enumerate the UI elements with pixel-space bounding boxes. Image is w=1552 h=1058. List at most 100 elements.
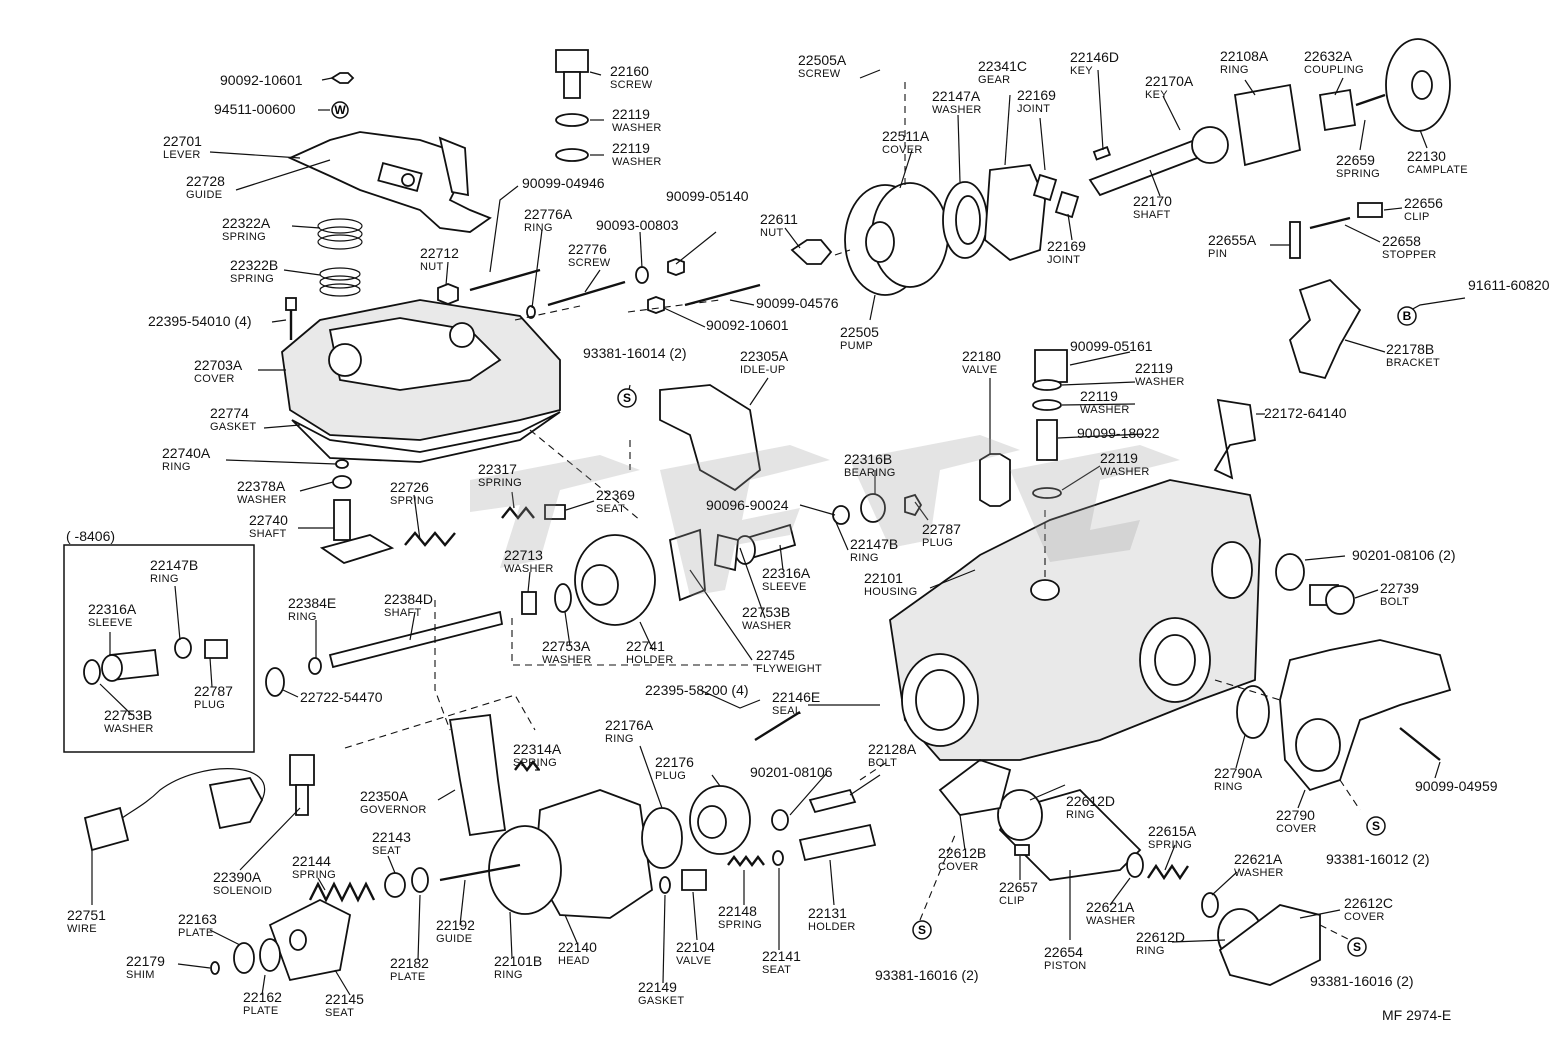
part-number: 90099-04946	[522, 175, 605, 191]
callout-marker: S	[1366, 816, 1386, 836]
part-number: 90092-10601	[220, 72, 303, 88]
part-label: 90099-04959	[1415, 778, 1498, 794]
part-number: 22787	[922, 521, 961, 537]
part-name: COUPLING	[1304, 64, 1364, 76]
part-number: 22176	[655, 754, 694, 770]
part-name: COVER	[938, 861, 979, 873]
part-number: 22658	[1382, 233, 1421, 249]
part-number: 22726	[390, 479, 429, 495]
part-number: 22751	[67, 907, 106, 923]
part-number: 22703A	[194, 357, 243, 373]
part-number: 22169	[1017, 87, 1056, 103]
part-number: 22657	[999, 879, 1038, 895]
part-name: FLYWEIGHT	[756, 663, 822, 675]
part-name: GUIDE	[186, 189, 222, 201]
part-name: WASHER	[612, 156, 662, 168]
part-number: 22776A	[524, 206, 573, 222]
part-number: 22632A	[1304, 48, 1353, 64]
part-number: 22108A	[1220, 48, 1269, 64]
part-number: 90099-18022	[1077, 425, 1160, 441]
callout-circle	[1366, 816, 1386, 836]
part-number: 22149	[638, 979, 677, 995]
part-number: 22322B	[230, 257, 278, 273]
part-number: 22612C	[1344, 895, 1393, 911]
part-name: KEY	[1145, 89, 1168, 101]
part-name: VALVE	[676, 955, 711, 967]
part-name: SPRING	[1336, 168, 1380, 180]
part-name: WASHER	[1135, 376, 1185, 388]
part-name: SEAT	[372, 845, 401, 857]
part-number: 22384D	[384, 591, 433, 607]
part-name: RING	[1136, 945, 1165, 957]
part-number: 22147A	[932, 88, 981, 104]
part-number: 22101B	[494, 953, 542, 969]
part-number: 90096-90024	[706, 497, 789, 513]
part-number: 90201-08106	[750, 764, 833, 780]
part-name: WASHER	[612, 122, 662, 134]
part-number: 22141	[762, 948, 801, 964]
part-number: 22101	[864, 570, 903, 586]
part-number: 22659	[1336, 152, 1375, 168]
part-name: WIRE	[67, 923, 97, 935]
part-label: 90099-05161	[1070, 338, 1153, 354]
part-name: PISTON	[1044, 960, 1087, 972]
part-label: 93381-16014 (2)	[583, 345, 687, 361]
callout-letter: S	[1353, 940, 1361, 954]
callout-marker: S	[912, 920, 932, 940]
part-number: 22722-54470	[300, 689, 383, 705]
part-label: 22395-58200 (4)	[645, 682, 749, 698]
part-name: KEY	[1070, 65, 1093, 77]
part-number: 22316B	[844, 451, 892, 467]
part-number: 22728	[186, 173, 225, 189]
part-number: 22378A	[237, 478, 286, 494]
part-number: 22787	[194, 683, 233, 699]
part-name: GEAR	[978, 74, 1010, 86]
part-number: 22621A	[1086, 899, 1135, 915]
part-name: SPRING	[230, 273, 274, 285]
part-name: SPRING	[1148, 839, 1192, 851]
part-label: 93381-16016 (2)	[1310, 973, 1414, 989]
part-labels: 90092-1060194511-0060022701LEVER22728GUI…	[67, 48, 1552, 1019]
part-number: 90099-05140	[666, 188, 749, 204]
inset-box-frame	[63, 544, 255, 753]
part-name: SHAFT	[249, 528, 287, 540]
part-number: 22176A	[605, 717, 654, 733]
part-number: 93381-16016 (2)	[1310, 973, 1414, 989]
part-name: BRACKET	[1386, 357, 1440, 369]
inset-box-caption: ( -8406)	[66, 528, 115, 544]
part-number: 22170	[1133, 193, 1172, 209]
part-name: WASHER	[504, 563, 554, 575]
part-label: 90201-08106 (2)	[1352, 547, 1456, 563]
